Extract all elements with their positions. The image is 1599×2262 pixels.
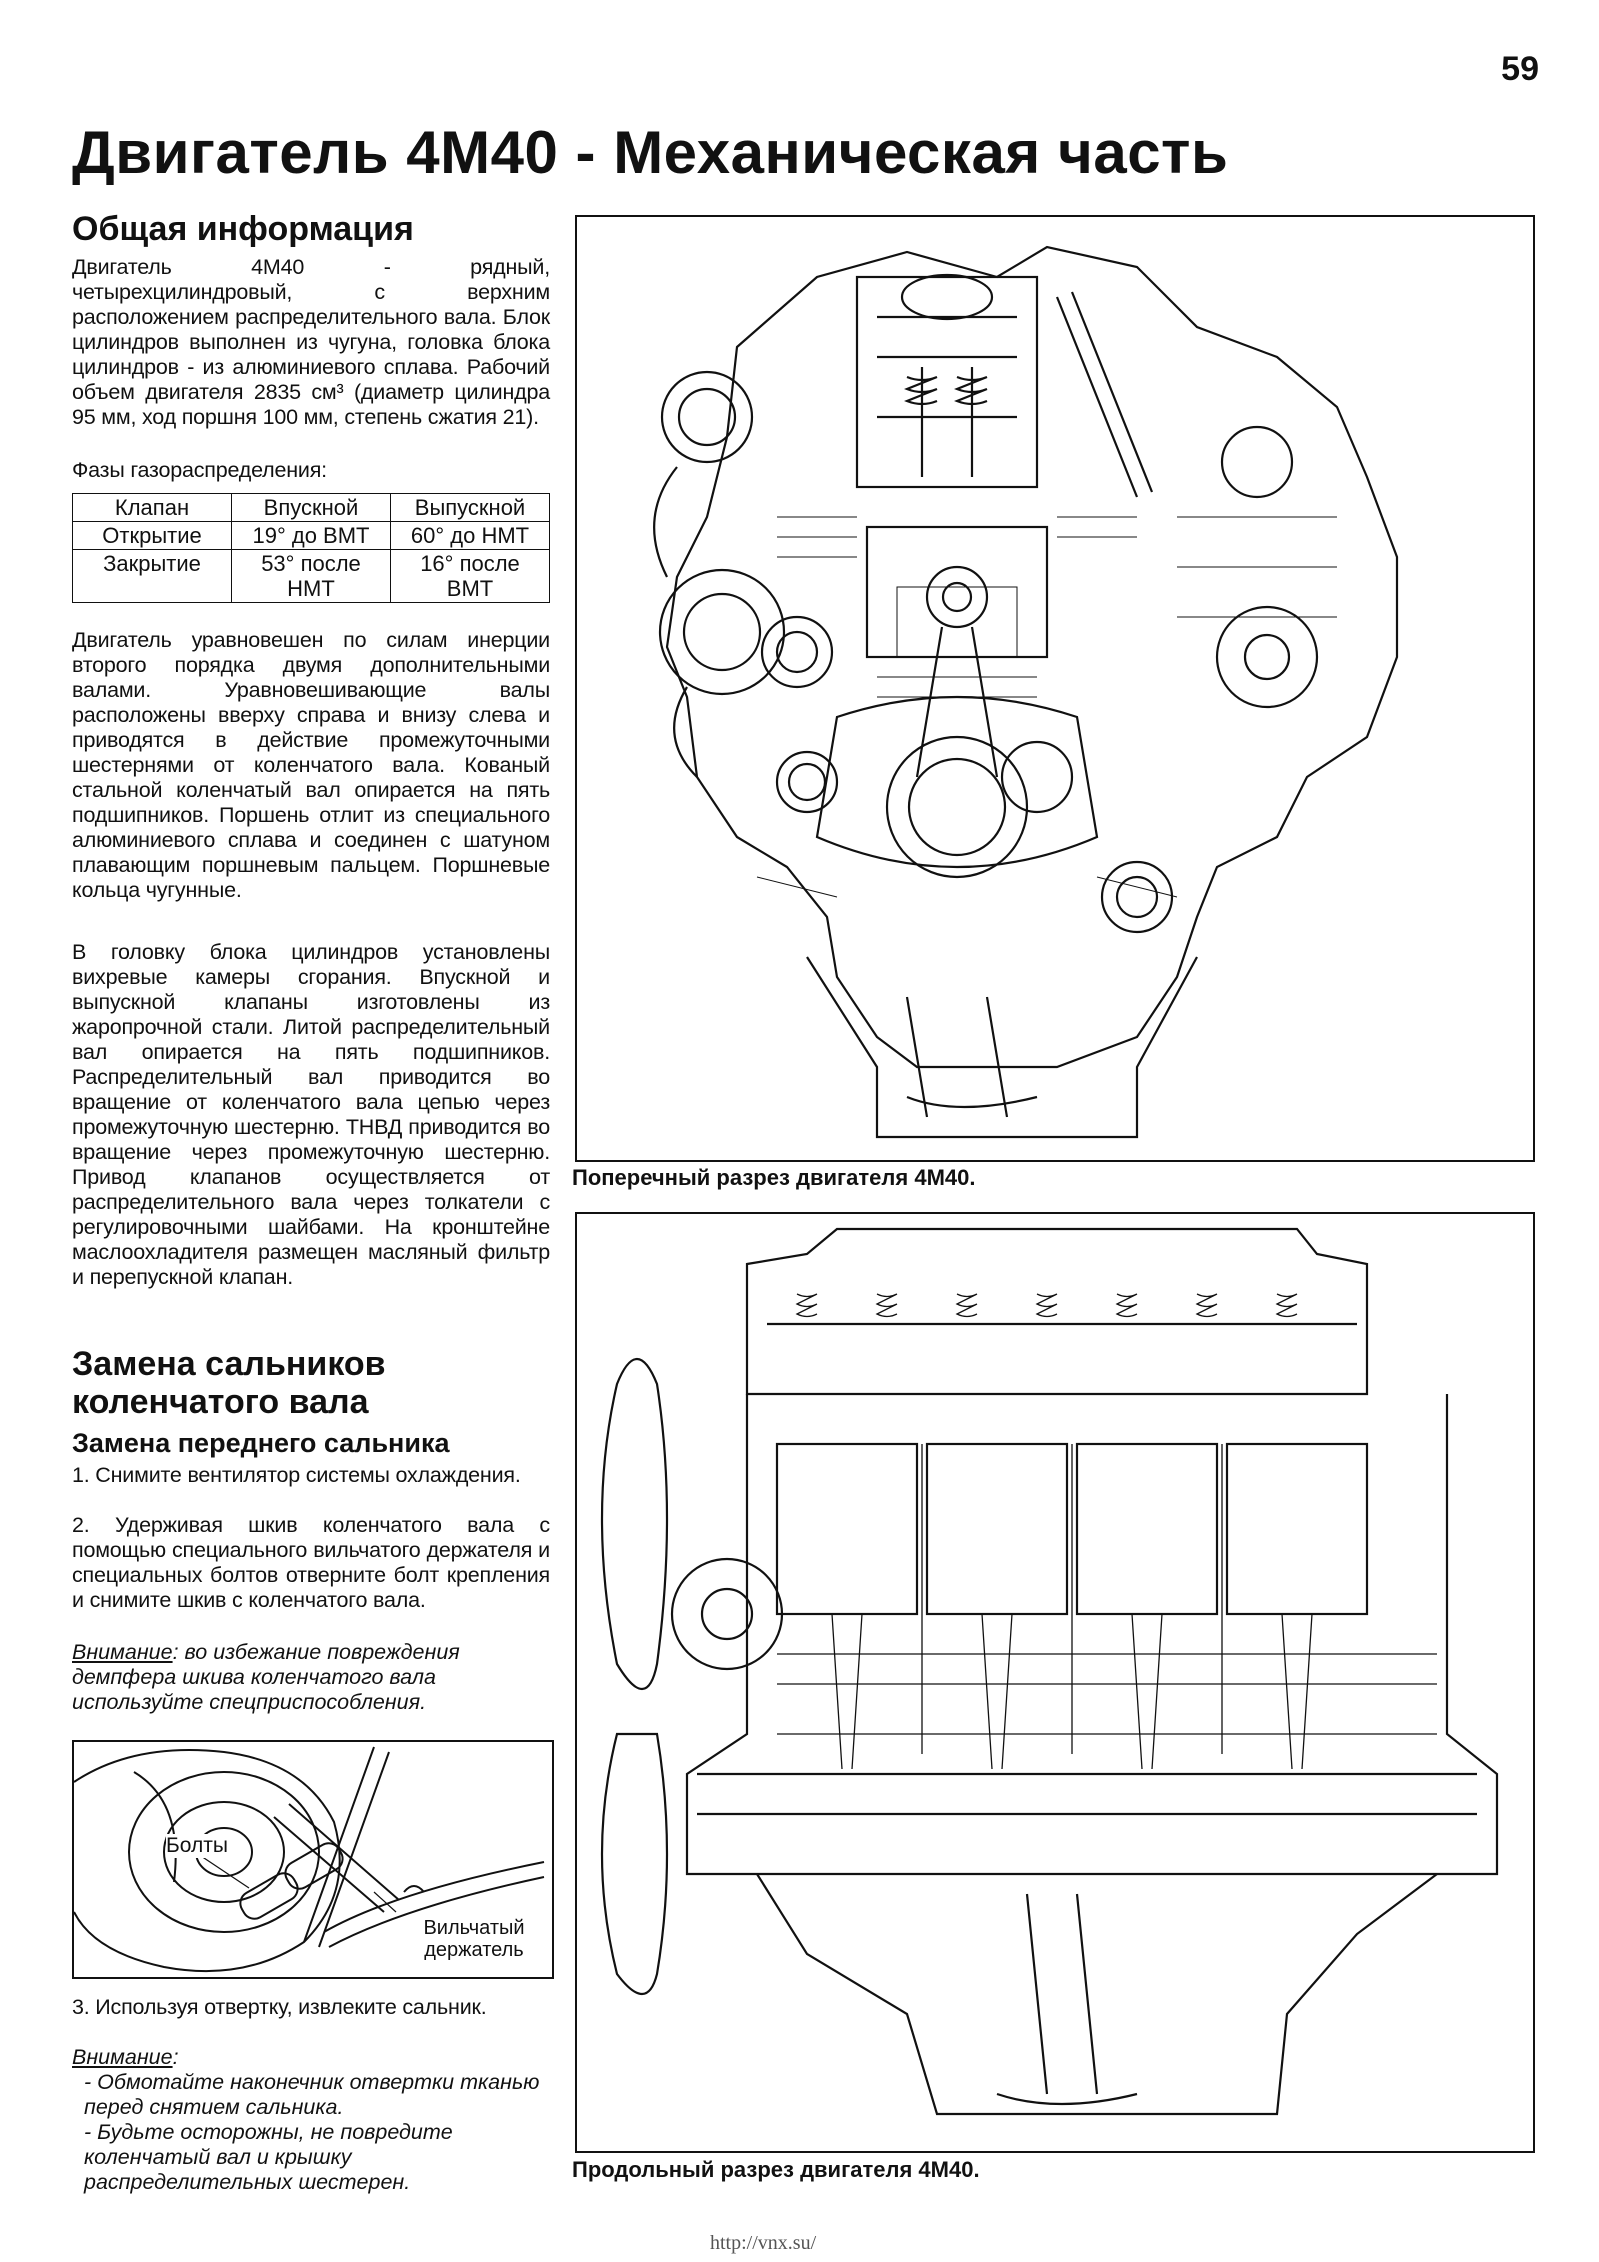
head-paragraph: В головку блока цилиндров установлены ви… (72, 940, 550, 1289)
step-2: 2. Удерживая шкив коленчатого вала с пом… (72, 1513, 550, 1612)
watermark-url: http://vnx.su/ (710, 2232, 817, 2254)
page-number: 59 (1501, 50, 1539, 88)
table-row: Закрытие 53° после НМТ 16° после ВМТ (72, 549, 550, 603)
table-cell: 19° до ВМТ (231, 521, 391, 550)
timing-label: Фазы газораспределения: (72, 458, 327, 482)
warning-label: Внимание (72, 1640, 173, 1664)
front-seal-subheading: Замена переднего сальника (72, 1428, 450, 1458)
table-header-cell: Выпускной (390, 493, 550, 522)
table-header-row: Клапан Впускной Выпускной (72, 493, 550, 522)
cross-section-caption: Поперечный разрез двигателя 4M40. (572, 1165, 976, 1190)
longitudinal-section-caption: Продольный разрез двигателя 4M40. (572, 2157, 980, 2182)
bolts-label: Болты (166, 1834, 228, 1858)
table-header-cell: Клапан (72, 493, 232, 522)
step-3: 3. Используя отвертку, извлеките сальник… (72, 1995, 487, 2019)
table-cell: Открытие (72, 521, 232, 550)
table-row: Открытие 19° до ВМТ 60° до НМТ (72, 521, 550, 550)
pulley-holder-figure: Болты Вильчатый держатель (72, 1740, 554, 1979)
balance-paragraph: Двигатель уравновешен по силам инерции в… (72, 628, 550, 902)
warning-1-text: : во избежание повреждения демпфера шкив… (72, 1640, 460, 1714)
longitudinal-section-figure (575, 1212, 1535, 2153)
table-cell: 53° после НМТ (231, 549, 391, 603)
table-header-cell: Впускной (231, 493, 391, 522)
cross-section-drawing (653, 245, 1399, 1139)
warning-2-item: - Обмотайте наконечник отвертки тканью п… (84, 2070, 540, 2119)
table-cell: 60° до НМТ (390, 521, 550, 550)
table-cell: 16° после ВМТ (390, 549, 550, 603)
page-title: Двигатель 4M40 - Механическая часть (72, 119, 1229, 186)
warning-2-item: - Будьте осторожны, не повредите коленча… (84, 2120, 453, 2194)
step-1: 1. Снимите вентилятор системы охлаждения… (72, 1463, 521, 1487)
longitudinal-section-drawing (600, 1227, 1499, 2116)
valve-timing-table: Клапан Впускной Выпускной Открытие 19° д… (72, 493, 550, 603)
seals-heading: Замена сальников коленчатого вала (72, 1345, 386, 1421)
warning-2-label: Внимание: (72, 2045, 179, 2069)
table-cell: Закрытие (72, 549, 232, 603)
warning-1: Внимание: во избежание повреждения демпф… (72, 1640, 550, 1715)
intro-paragraph: Двигатель 4M40 - рядный, четырехцилиндро… (72, 255, 550, 429)
cross-section-figure (575, 215, 1535, 1162)
general-info-heading: Общая информация (72, 210, 414, 248)
pulley-holder-drawing (74, 1746, 545, 1973)
holder-label: Вильчатый держатель (404, 1917, 544, 1961)
